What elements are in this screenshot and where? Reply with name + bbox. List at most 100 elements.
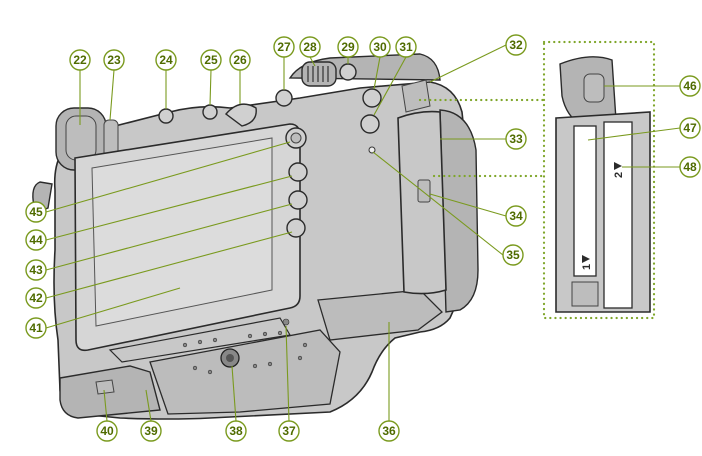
- svg-text:48: 48: [683, 160, 697, 174]
- svg-text:46: 46: [683, 79, 697, 93]
- callout-47: 47: [679, 117, 701, 139]
- leader-39: [145, 389, 152, 422]
- svg-text:26: 26: [233, 53, 247, 67]
- focus-lever-knob: [290, 132, 302, 144]
- leader-42: [45, 231, 293, 299]
- callout-43: 43: [25, 259, 47, 281]
- leader-43: [45, 203, 293, 271]
- callout-24: 24: [155, 49, 177, 71]
- leader-35: [372, 151, 504, 256]
- connector-cover: [317, 289, 443, 341]
- svg-text:45: 45: [29, 205, 43, 219]
- callout-31: 31: [395, 36, 417, 58]
- slot-2-label: 2: [613, 172, 625, 178]
- svg-text:22: 22: [73, 53, 87, 67]
- top-button-27: [275, 89, 293, 107]
- leader-31: [373, 56, 407, 116]
- callout-35: 35: [502, 244, 524, 266]
- callout-23: 23: [103, 49, 125, 71]
- callout-26: 26: [229, 49, 251, 71]
- svg-text:33: 33: [509, 132, 523, 146]
- side-button-42: [286, 218, 306, 238]
- baseplate-holes: [182, 330, 308, 375]
- eyecup-window: [65, 115, 97, 161]
- card-slot-inset: 1 2: [418, 40, 656, 320]
- side-button-43: [288, 190, 308, 210]
- leader-41: [45, 287, 181, 329]
- svg-text:24: 24: [159, 53, 173, 67]
- card-slot-cover: [401, 79, 431, 113]
- inset-slot-housing: [555, 111, 651, 313]
- baseplate: [149, 329, 341, 415]
- inset-latch: [571, 281, 599, 307]
- callout-36: 36: [378, 420, 400, 442]
- svg-text:28: 28: [303, 40, 317, 54]
- callout-30: 30: [369, 36, 391, 58]
- leader-30: [373, 56, 381, 90]
- inset-eyepiece-window: [583, 73, 605, 103]
- leader-lines: [45, 44, 681, 422]
- svg-text:42: 42: [29, 291, 43, 305]
- slot-1-arrow: [582, 255, 590, 263]
- callout-33: 33: [505, 128, 527, 150]
- leader-40: [103, 389, 108, 422]
- callout-32: 32: [505, 34, 527, 56]
- terminal-door: [397, 110, 447, 295]
- leader-45: [45, 141, 291, 213]
- svg-text:38: 38: [229, 424, 243, 438]
- button-31: [360, 114, 380, 134]
- side-button-44: [288, 162, 308, 182]
- slot-2-arrow: [614, 162, 622, 170]
- svg-text:37: 37: [282, 424, 296, 438]
- svg-text:35: 35: [506, 248, 520, 262]
- strap-eyelet: [282, 318, 290, 326]
- grip: [439, 109, 479, 313]
- svg-text:30: 30: [373, 40, 387, 54]
- callout-27: 27: [273, 36, 295, 58]
- svg-text:43: 43: [29, 263, 43, 277]
- slot-1-label: 1: [581, 264, 593, 270]
- leader-28: [309, 56, 316, 67]
- svg-text:23: 23: [107, 53, 121, 67]
- svg-text:36: 36: [382, 424, 396, 438]
- lcd-monitor: [91, 137, 273, 327]
- leader-38: [231, 365, 237, 422]
- leader-37: [285, 325, 290, 422]
- callout-37: 37: [278, 420, 300, 442]
- button-30: [362, 88, 382, 108]
- callout-29: 29: [337, 36, 359, 58]
- callout-45: 45: [25, 201, 47, 223]
- callout-28: 28: [299, 36, 321, 58]
- callout-42: 42: [25, 287, 47, 309]
- indicator-lamp: [368, 146, 376, 154]
- callout-44: 44: [25, 229, 47, 251]
- leader-25: [209, 69, 212, 106]
- callout-38: 38: [225, 420, 247, 442]
- svg-text:27: 27: [277, 40, 291, 54]
- svg-text:41: 41: [29, 321, 43, 335]
- sd-slot-2: [603, 121, 633, 309]
- shoulder-lever: [224, 103, 257, 127]
- rear-command-dial: [301, 61, 337, 87]
- callout-48: 48: [679, 156, 701, 178]
- svg-text:47: 47: [683, 121, 697, 135]
- callout-22: 22: [69, 49, 91, 71]
- leader-23: [109, 69, 115, 121]
- sd-slot-1: [573, 125, 597, 277]
- top-button-24: [158, 108, 174, 124]
- battery-latch: [95, 379, 115, 395]
- svg-text:34: 34: [509, 209, 523, 223]
- svg-text:39: 39: [144, 424, 158, 438]
- svg-text:29: 29: [341, 40, 355, 54]
- svg-text:32: 32: [509, 38, 523, 52]
- leader-34: [429, 193, 507, 217]
- callout-41: 41: [25, 317, 47, 339]
- top-button-25: [202, 104, 218, 120]
- callout-25: 25: [200, 49, 222, 71]
- leader-44: [45, 175, 293, 241]
- svg-text:40: 40: [100, 424, 114, 438]
- callout-39: 39: [140, 420, 162, 442]
- callout-34: 34: [505, 205, 527, 227]
- leader-32: [429, 44, 507, 83]
